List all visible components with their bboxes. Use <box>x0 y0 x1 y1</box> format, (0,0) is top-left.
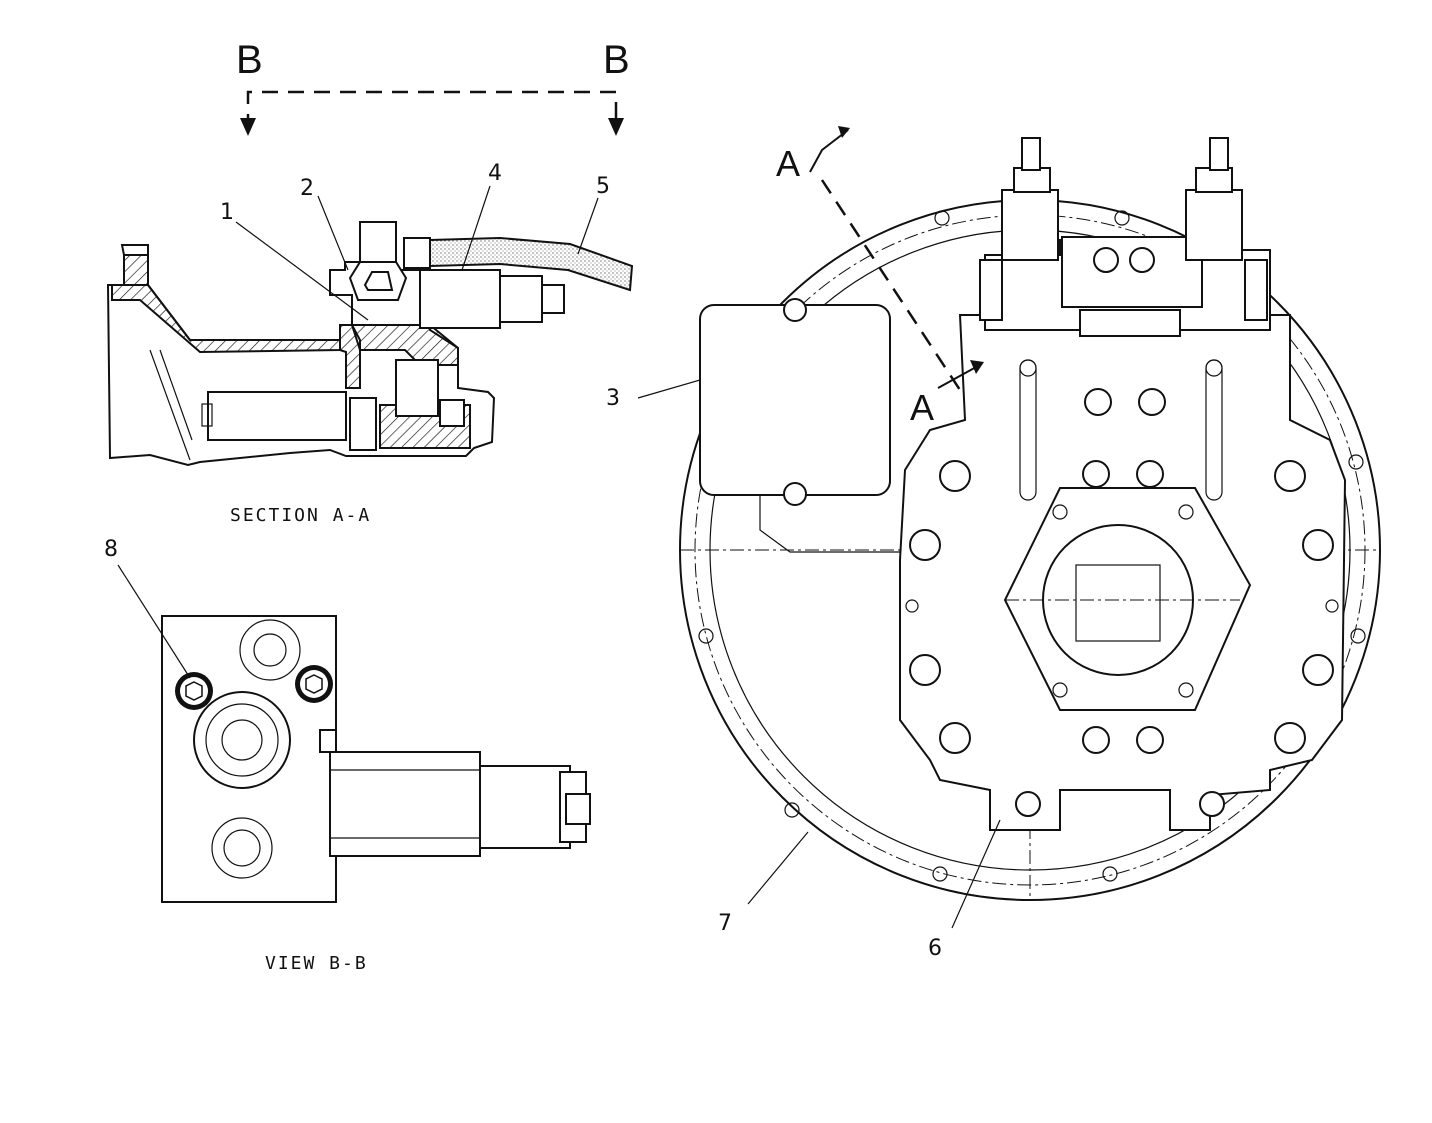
arrow-down-right-icon <box>608 118 624 136</box>
section-line-b <box>246 90 618 130</box>
view-b-b-drawing <box>161 615 591 903</box>
marker-a-upper: A <box>776 143 800 184</box>
callout-3: 3 <box>606 386 620 411</box>
callout-5: 5 <box>596 174 610 199</box>
callout-6: 6 <box>928 936 942 961</box>
leader-lines <box>117 185 1001 929</box>
view-b-marker: B B <box>236 38 630 136</box>
section-a-a-drawing <box>106 221 634 467</box>
marker-b-right: B <box>603 38 630 82</box>
callout-7: 7 <box>718 911 732 936</box>
pump-front-view: A A <box>679 126 1381 901</box>
arrow-a-lower-icon <box>970 360 984 374</box>
section-line-a <box>820 179 962 391</box>
caption-section-a-a: SECTION A-A <box>230 505 371 526</box>
marker-b-left: B <box>236 38 263 82</box>
callout-8: 8 <box>104 537 118 562</box>
arrow-down-left-icon <box>240 118 256 136</box>
caption-view-b-b: VIEW B-B <box>265 953 368 974</box>
callout-1: 1 <box>220 200 234 225</box>
callouts: 1 2 3 4 5 6 7 8 <box>104 161 942 961</box>
marker-a-lower: A <box>910 387 934 428</box>
callout-2: 2 <box>300 176 314 201</box>
arrow-a-upper-icon <box>838 126 850 138</box>
callout-4: 4 <box>488 161 502 186</box>
